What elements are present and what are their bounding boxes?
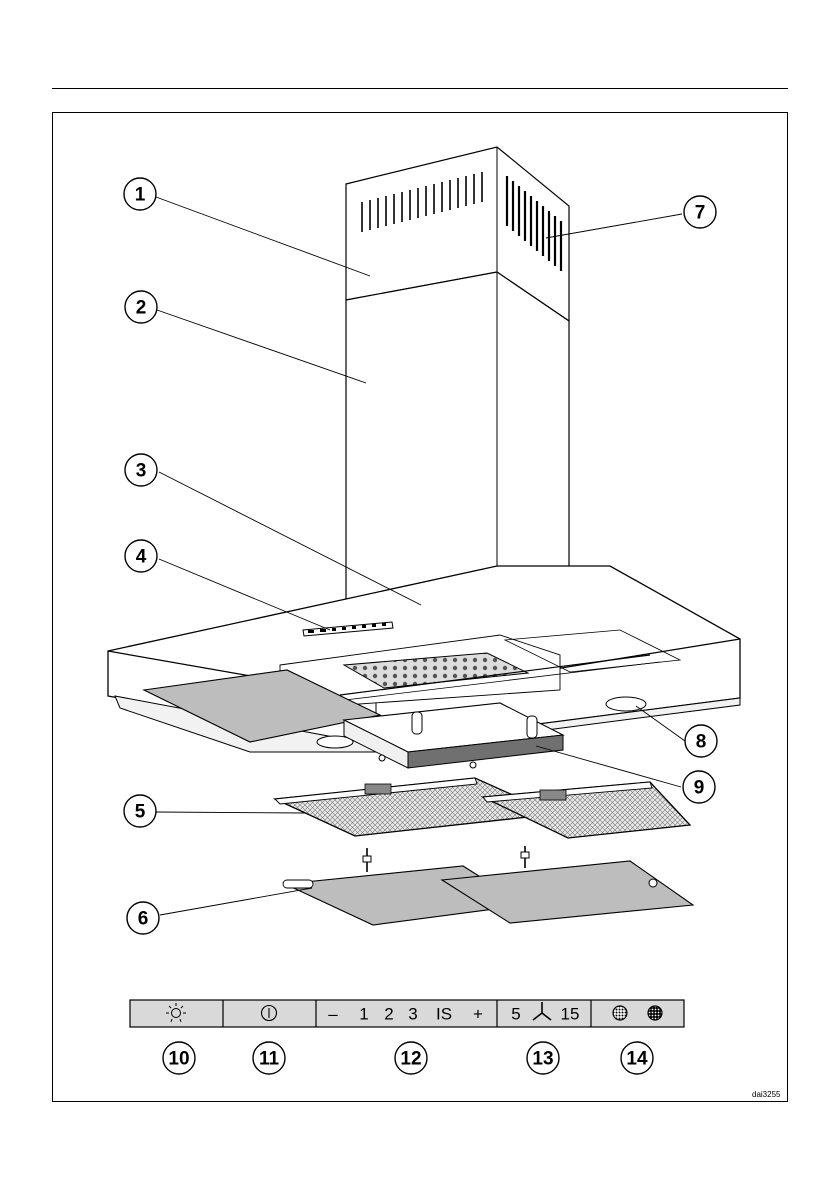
callout-6: 6 — [127, 902, 159, 934]
callout-4-label: 4 — [136, 547, 147, 568]
callout-11: 11 — [253, 1042, 285, 1074]
grease-filter-indicator[interactable] — [613, 1006, 627, 1020]
callout-5-label: 5 — [135, 802, 146, 823]
callout-2: 2 — [125, 291, 157, 323]
charcoal-filter-indicator-icon — [648, 1006, 662, 1020]
timer-15-button[interactable]: 15 — [561, 1005, 580, 1024]
lower-chimney — [346, 272, 569, 605]
callout-13-label: 13 — [532, 1049, 553, 1070]
callout-14: 14 — [621, 1042, 653, 1074]
callout-10-label: 10 — [168, 1049, 189, 1070]
speed-is-button[interactable]: IS — [436, 1005, 452, 1024]
callout-12-label: 12 — [400, 1049, 421, 1070]
grease-filter-indicator-icon — [613, 1006, 627, 1020]
speed-2-button[interactable]: 2 — [384, 1005, 393, 1024]
callout-9-label: 9 — [694, 778, 705, 799]
callout-3-label: 3 — [136, 461, 147, 482]
speed-1-button[interactable]: 1 — [359, 1005, 368, 1024]
control-panel: – 1 2 3 IS + 5 15 — [130, 1000, 684, 1027]
charcoal-filter-indicator[interactable] — [648, 1006, 662, 1020]
speed-3-button[interactable]: 3 — [408, 1005, 417, 1024]
callout-1-label: 1 — [135, 185, 146, 206]
callout-3: 3 — [125, 454, 157, 486]
callout-4: 4 — [125, 540, 157, 572]
callout-9: 9 — [683, 771, 715, 803]
callout-2-label: 2 — [136, 298, 147, 319]
callout-8-label: 8 — [696, 732, 707, 753]
filter-cover-panels — [283, 846, 693, 925]
grease-filters — [275, 778, 690, 838]
callout-13: 13 — [527, 1042, 559, 1074]
timer-5-button[interactable]: 5 — [511, 1005, 520, 1024]
figure-reference-code: dai3255 — [752, 1090, 781, 1099]
callout-6-label: 6 — [138, 909, 149, 930]
callout-14-label: 14 — [626, 1049, 648, 1070]
callout-8: 8 — [685, 725, 717, 757]
callout-10: 10 — [163, 1042, 195, 1074]
speed-plus-button[interactable]: + — [473, 1005, 483, 1024]
callout-11-label: 11 — [259, 1049, 280, 1070]
callout-7: 7 — [684, 196, 716, 228]
callout-12: 12 — [395, 1042, 427, 1074]
callout-5: 5 — [124, 795, 156, 827]
callout-7-label: 7 — [695, 203, 706, 224]
speed-minus-button[interactable]: – — [328, 1005, 338, 1024]
callout-1: 1 — [124, 178, 156, 210]
